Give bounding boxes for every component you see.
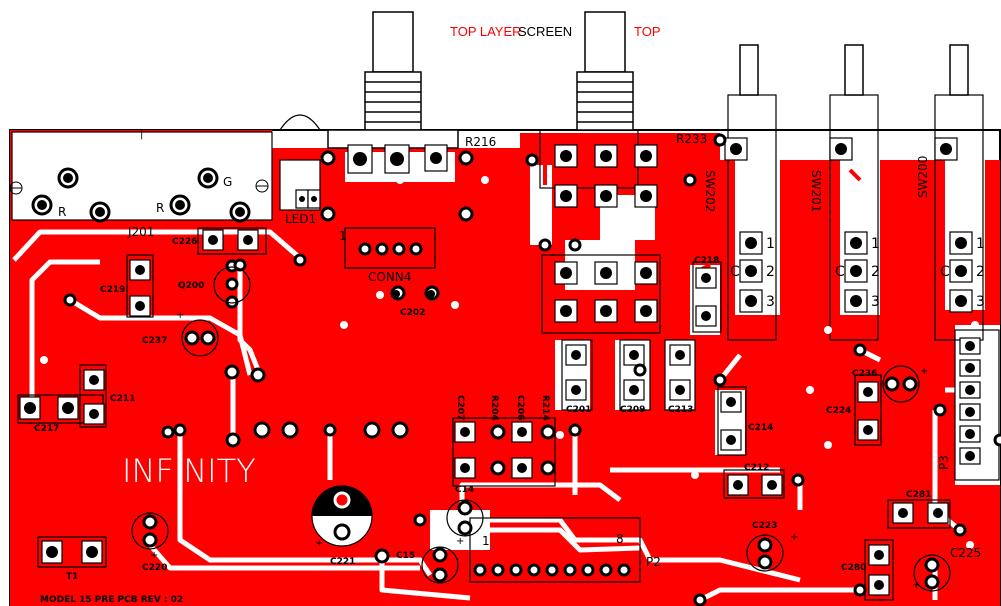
label-p3: P3: [937, 455, 951, 470]
label-r204: R204: [489, 395, 499, 421]
pads: [19, 133, 1001, 606]
label-conn4: CONN4: [368, 270, 411, 284]
label-p2: P2: [646, 555, 661, 569]
sw200-pin-1: 1: [976, 236, 985, 252]
sw200-pin-c: C: [940, 264, 950, 280]
label-j201: J201: [127, 225, 154, 239]
svg-text:+: +: [920, 366, 928, 377]
label-c207: C207: [455, 395, 465, 420]
polarity-marks: + + + + + + + |: [140, 129, 928, 591]
label-sw201: SW201: [809, 170, 823, 212]
label-c221: C221: [330, 557, 355, 567]
sw200-pin-3: 3: [976, 294, 985, 310]
label-c212: C212: [744, 463, 769, 473]
sw201-pin-2: 2: [871, 264, 880, 280]
label-sw202: SW202: [703, 170, 717, 212]
layer-label: TOP LAYER: [450, 24, 522, 39]
label-c224: C224: [826, 406, 851, 416]
label-c236: C236: [852, 369, 877, 379]
svg-text:+: +: [176, 310, 184, 321]
svg-text:+: +: [912, 580, 920, 591]
sw202-pin-1: 1: [766, 236, 775, 252]
label-c15: C15: [396, 551, 415, 561]
svg-text:+: +: [315, 538, 323, 549]
label-r233: R233: [676, 132, 707, 146]
svg-text:|: |: [140, 129, 143, 140]
label-c213: C213: [668, 405, 693, 415]
sw201-pin-1: 1: [871, 236, 880, 252]
label-c223: C223: [752, 521, 777, 531]
sw200-pin-2: 2: [976, 264, 985, 280]
label-c219: C219: [100, 285, 125, 295]
label-c201: C201: [566, 405, 591, 415]
label-c206: C206: [515, 395, 525, 420]
label-conn4-pin: 1: [339, 229, 347, 243]
screen-label: SCREEN: [518, 24, 572, 39]
label-jack-r1: R: [58, 205, 66, 219]
label-c209: C209: [620, 405, 645, 415]
sw202-pin-2: 2: [766, 264, 775, 280]
label-q200: Q200: [178, 281, 204, 291]
board-footer: MODEL 15 PRE PCB REV : 02: [40, 595, 183, 605]
label-r216: R216: [465, 135, 496, 149]
label-c14: C14: [455, 485, 474, 495]
svg-text:+: +: [456, 536, 464, 547]
potentiometer-shafts: [327, 11, 969, 149]
label-jack-g: G: [223, 175, 232, 189]
label-c281: C281: [906, 490, 931, 500]
label-c226: C226: [172, 237, 197, 247]
label-r214: R214: [540, 395, 550, 421]
sw202-pin-c: C: [730, 264, 740, 280]
label-c218: C218: [694, 256, 719, 266]
label-p2-pin1: 1: [482, 534, 490, 548]
sw202-pin-3: 3: [766, 294, 775, 310]
label-c225: C225: [950, 546, 981, 560]
board-title: INFINITY: [122, 452, 256, 490]
label-c217: C217: [34, 424, 59, 434]
top-label: TOP: [634, 24, 661, 39]
label-p2-pin8: 8: [616, 532, 624, 546]
label-c280: C280: [841, 563, 866, 573]
label-c211: C211: [110, 394, 135, 404]
sw201-pin-c: C: [835, 264, 845, 280]
label-t1: T1: [66, 572, 78, 582]
label-sw200: SW200: [916, 156, 930, 198]
label-led1: LED1: [285, 212, 316, 226]
jack-mount-marks: [9, 179, 269, 195]
svg-text:+: +: [790, 532, 798, 543]
label-c214: C214: [748, 423, 773, 433]
svg-text:+: +: [150, 550, 158, 561]
label-c202: C202: [400, 308, 425, 318]
label-jack-r2: R: [156, 201, 164, 215]
label-c220: C220: [142, 563, 167, 573]
sw201-pin-3: 3: [871, 294, 880, 310]
label-c237: C237: [142, 336, 167, 346]
